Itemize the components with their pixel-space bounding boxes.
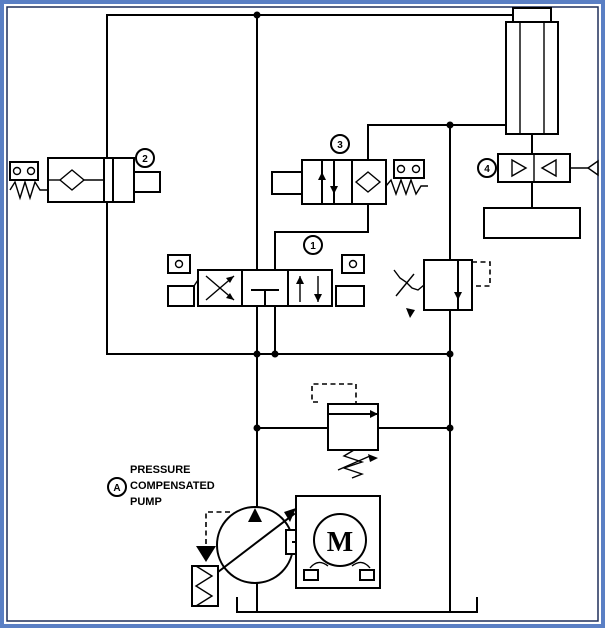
hydraulic-cylinder bbox=[483, 7, 581, 239]
pump-label-line3: PUMP bbox=[130, 496, 162, 508]
valve-1-number: 1 bbox=[310, 241, 316, 252]
pump-label-line1: PRESSURE bbox=[130, 464, 191, 476]
valve-2-number: 2 bbox=[142, 154, 148, 165]
valve-2: 2 bbox=[9, 148, 161, 355]
relief-valve-right bbox=[393, 259, 491, 318]
valve-4-marker bbox=[477, 158, 497, 178]
electric-motor: M bbox=[295, 495, 381, 589]
motor-letter: M bbox=[327, 527, 353, 558]
pump-marker-letter: A bbox=[113, 483, 120, 494]
inner-frame bbox=[6, 6, 599, 622]
valve-4-number: 4 bbox=[484, 164, 490, 175]
relief-valve-center bbox=[311, 383, 379, 479]
pressure-compensated-pump bbox=[191, 506, 305, 607]
pump-label-line2: COMPENSATED bbox=[130, 480, 215, 492]
load-block bbox=[483, 207, 581, 239]
valve-3-number: 3 bbox=[337, 140, 343, 151]
pump-label: A PRESSURE COMPENSATED PUMP bbox=[107, 464, 215, 508]
valve-3: 3 bbox=[271, 134, 428, 205]
valve-1: 1 bbox=[167, 235, 365, 307]
junction-dots bbox=[253, 11, 454, 432]
valve-4: 4 bbox=[477, 153, 599, 183]
